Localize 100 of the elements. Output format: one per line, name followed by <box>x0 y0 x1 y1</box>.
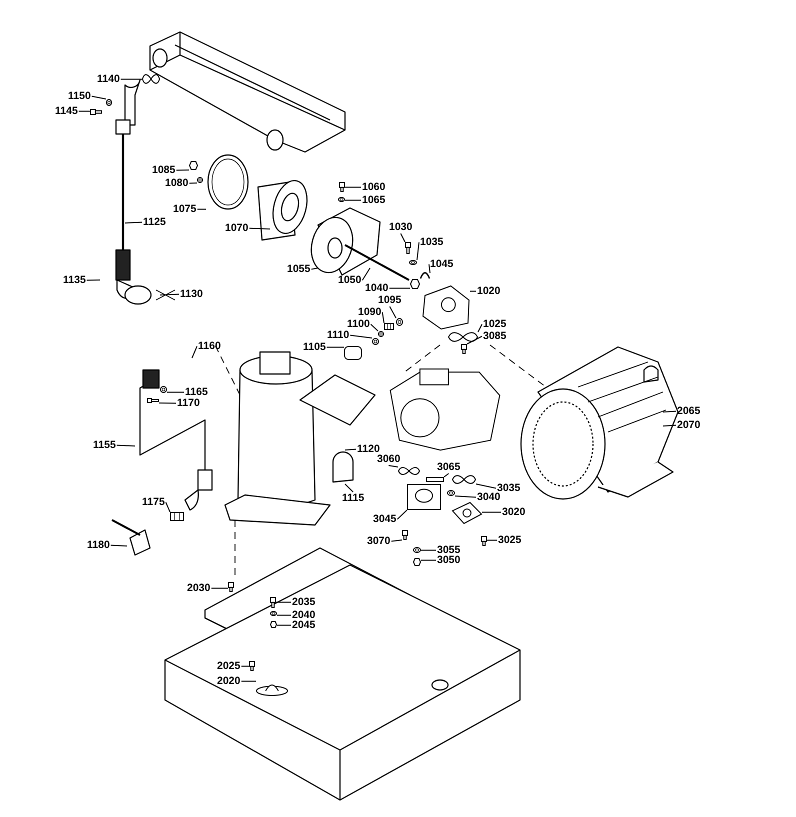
washer <box>106 99 112 106</box>
pipe-fitting <box>384 323 394 330</box>
leader-line <box>276 614 292 616</box>
callout-number: 3020 <box>502 507 526 518</box>
leader-line <box>454 496 476 498</box>
leader-line <box>420 560 436 561</box>
o-ring <box>448 332 478 342</box>
washer <box>378 331 384 337</box>
leader-line <box>478 324 482 332</box>
callout-number: 1165 <box>185 387 208 398</box>
o-ring <box>142 74 160 84</box>
leader-line <box>344 448 356 450</box>
mounting-plate <box>452 502 482 524</box>
nut <box>413 558 421 566</box>
callout-number: 2065 <box>677 406 700 416</box>
callout-number: 3085 <box>483 331 506 342</box>
callout-number: 1045 <box>430 259 454 270</box>
callout-number: 1130 <box>180 289 203 300</box>
callout-number: 1065 <box>362 195 386 206</box>
leader-line <box>326 346 344 348</box>
compressor-block <box>388 368 502 451</box>
leader-line <box>276 602 292 603</box>
leader-line <box>116 444 136 446</box>
callout-number: 1170 <box>177 398 200 408</box>
bolt <box>402 530 408 540</box>
flat-gasket <box>426 477 444 482</box>
valve-body <box>422 284 470 330</box>
leader-line <box>158 402 176 404</box>
leader-line <box>482 512 502 513</box>
washer <box>396 318 403 326</box>
nut <box>410 279 420 289</box>
callout-number: 1160 <box>198 341 221 352</box>
leader-line <box>370 324 378 332</box>
callout-number: 1060 <box>362 182 386 192</box>
callout-number: 2070 <box>677 420 700 430</box>
leader-line <box>444 473 450 478</box>
leader-line <box>78 110 90 112</box>
leader-line <box>210 588 228 589</box>
callout-number: 1085 <box>152 165 176 176</box>
leader-line <box>476 484 496 489</box>
washer <box>197 177 203 183</box>
washer <box>372 338 379 345</box>
leader-line <box>248 228 270 230</box>
leader-line <box>176 170 190 171</box>
leader-line <box>240 680 256 682</box>
spring-clip <box>420 273 430 279</box>
callout-number: 1140 <box>97 74 120 84</box>
washer <box>447 490 455 496</box>
leader-line <box>486 540 498 541</box>
callout-number: 1075 <box>173 204 196 214</box>
leader-line <box>382 312 384 324</box>
callout-number: 3040 <box>477 492 500 502</box>
o-ring <box>452 475 476 484</box>
leader-line <box>110 544 128 546</box>
callout-number: 3050 <box>437 555 460 566</box>
callout-number: 2035 <box>292 597 316 608</box>
callout-number: 2025 <box>217 661 240 672</box>
leader-line <box>86 280 100 281</box>
bolt <box>228 582 234 592</box>
leader-line <box>420 550 436 551</box>
callout-number: 1030 <box>389 222 412 232</box>
callout-number: 1080 <box>165 178 188 188</box>
callout-number: 1050 <box>338 275 362 286</box>
callout-number: 3055 <box>437 545 460 556</box>
callout-number: 3035 <box>497 483 520 494</box>
callout-number: 3065 <box>437 462 460 472</box>
leader-line <box>388 465 398 468</box>
washer <box>413 547 421 553</box>
callout-number: 1125 <box>143 217 166 228</box>
bolt <box>481 536 487 546</box>
leader-line <box>390 540 402 542</box>
callout-number: 3070 <box>367 536 390 546</box>
washer <box>160 386 167 393</box>
washer <box>270 611 277 616</box>
end-cap <box>344 346 362 360</box>
callout-number: 1090 <box>358 307 382 318</box>
callout-number: 1040 <box>365 283 388 294</box>
nut <box>189 161 198 170</box>
bolt <box>270 597 276 608</box>
bolt <box>249 661 255 671</box>
bolt <box>405 242 411 254</box>
callout-number: 1135 <box>63 275 86 286</box>
leader-line <box>662 410 676 412</box>
gasket-ring <box>206 154 250 210</box>
callout-number: 1070 <box>225 223 248 234</box>
callout-number: 1155 <box>93 440 116 450</box>
bolt <box>90 109 102 115</box>
callout-number: 2040 <box>292 610 316 620</box>
callout-number: 3045 <box>373 514 396 524</box>
bolt <box>339 182 345 192</box>
leader-line <box>188 182 198 184</box>
callout-number: 1110 <box>327 330 350 340</box>
valve-housing <box>407 484 441 510</box>
nut <box>270 621 277 628</box>
bolt <box>461 344 467 354</box>
leader-line <box>160 294 180 296</box>
leader-line <box>389 306 396 318</box>
callout-number: 1055 <box>287 264 310 274</box>
callout-number: 1035 <box>420 237 444 248</box>
callout-number: 1115 <box>342 493 364 504</box>
